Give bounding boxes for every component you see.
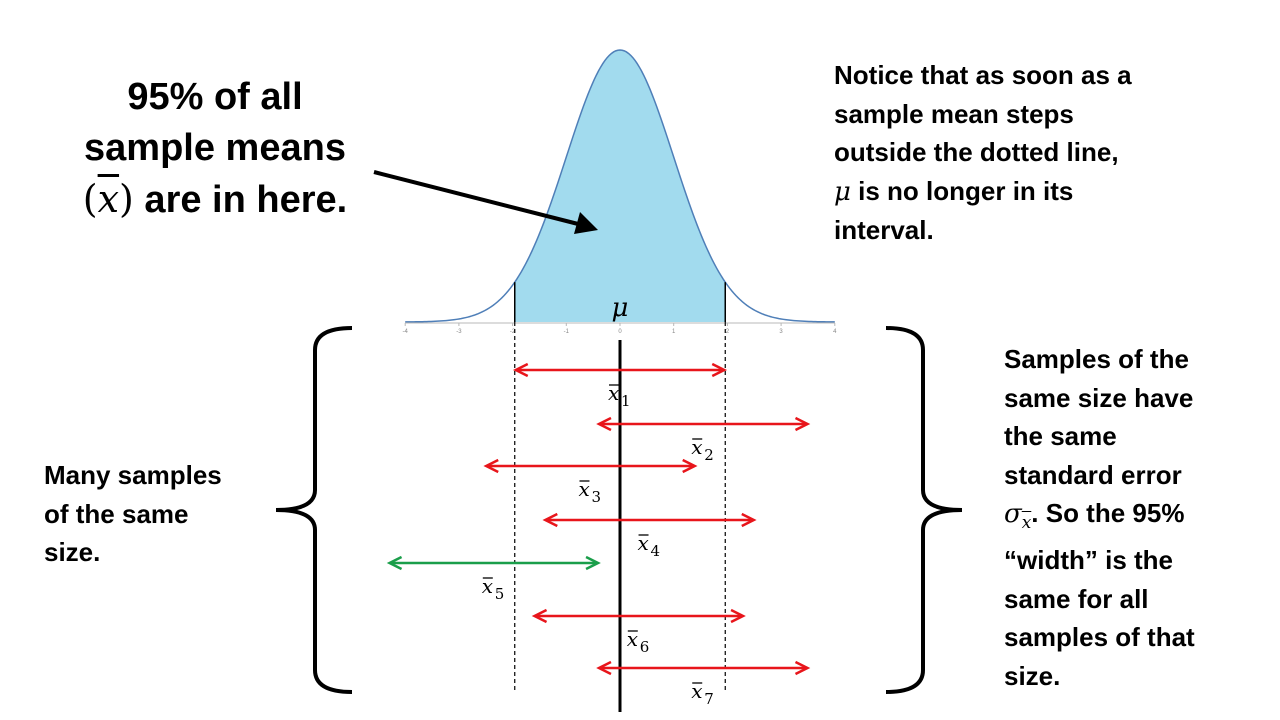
normal-curve [405,49,835,323]
callout-arrow [373,170,598,234]
note-right-line-8: samples of that [1004,622,1195,653]
x-bar-subscript: 6 [640,638,650,656]
mu-label: μ [612,293,629,323]
note-right-line-9: size. [1004,660,1061,691]
axis-tick-label: -3 [456,329,462,335]
axis-tick-label: 0 [618,329,622,335]
braces [275,326,963,694]
note-top-line-4-text: is no longer in its [850,175,1074,206]
left-brace [275,326,353,694]
axis-tick-label: 4 [833,329,837,335]
headline-line-3: (x) are in here. [40,174,390,226]
note-top: Notice that as soon as a sample mean ste… [834,56,1254,250]
sigma-subscript: x [1021,511,1032,532]
note-left-line-3: size. [44,537,101,567]
note-top-line-5: interval. [834,215,934,245]
arrowhead-left [596,416,612,432]
note-right-line-3: the same [1004,421,1117,451]
x-bar-label: x [482,574,493,598]
note-right-line-5: σx. So the 95% [1004,494,1274,541]
arrowhead-right [711,362,728,378]
x-bar-subscript: 2 [704,446,714,464]
mu-symbol: μ [834,176,851,207]
callout-shaft [373,170,587,228]
arrowhead-left [483,458,499,474]
arrowhead-right [682,458,698,474]
axis-tick-label: 1 [672,329,676,335]
note-right-line-5-text: . So the 95% [1031,498,1185,528]
arrowhead-right [741,512,757,528]
x-bar-label: x [608,381,619,405]
right-brace [885,326,963,694]
note-top-line-4: μ is no longer in its [834,172,1254,212]
z-axis: -4 -3 -2 -1 0 1 2 3 4 [403,322,837,335]
arrowhead-left [596,660,612,676]
arrowhead-right [730,608,746,624]
note-right: Samples of the same size have the same s… [1004,340,1274,695]
arrowhead-right [585,555,601,571]
x-bar-subscript: 5 [495,585,505,603]
axis-tick-label: -4 [403,329,409,335]
note-top-line-2: sample mean steps [834,98,1074,129]
arrowhead-left [542,512,558,528]
callout-head [574,212,598,234]
note-left-line-1: Many samples [44,460,222,490]
arrowhead-left [512,362,529,378]
arrowhead-left [386,555,403,571]
interval-guides [514,322,726,712]
curve-line [405,49,835,323]
note-right-line-2: same size have [1004,382,1194,413]
note-right-line-1: Samples of the [1004,344,1189,374]
note-top-line-1: Notice that as soon as a [834,60,1132,90]
note-right-line-6: “width” is the [1004,545,1173,576]
note-top-line-3: outside the dotted line, [834,137,1119,167]
axis-tick-label: 2 [726,329,730,335]
axis-tick-label: 3 [779,329,783,335]
paren-open: ( [82,177,98,221]
arrowhead-right [794,416,811,432]
x-bar-subscript: 7 [704,690,714,708]
axis-tick-label: -2 [510,329,516,335]
note-right-line-4: standard error [1004,459,1182,490]
headline: 95% of all sample means (x) are in here. [40,72,390,226]
x-bar-label: x [691,679,702,703]
x-bar-subscript: 4 [651,542,661,560]
paren-close: ) [119,177,134,221]
x-bar-subscript: 1 [621,392,631,410]
headline-line-1: 95% of all [127,76,303,118]
note-left-line-2: of the same [44,498,189,529]
note-right-line-7: same for all [1004,583,1149,614]
sigma-symbol: σ [1004,499,1022,529]
headline-line-2: sample means [84,127,346,169]
x-bar-subscript: 3 [591,488,601,506]
x-bar-label: x [578,477,589,501]
x-bar-label: x [627,627,638,651]
x-bar-label: x [638,531,649,555]
arrowhead-right [794,660,811,676]
axis-tick-label: -1 [564,329,570,335]
x-bar-label: x [691,435,702,459]
arrowhead-left [531,608,548,624]
headline-line-3-text: are in here. [133,179,348,221]
x-bar-symbol: x [97,177,120,221]
shaded-region [514,50,726,322]
note-left: Many samples of the same size. [44,456,264,572]
